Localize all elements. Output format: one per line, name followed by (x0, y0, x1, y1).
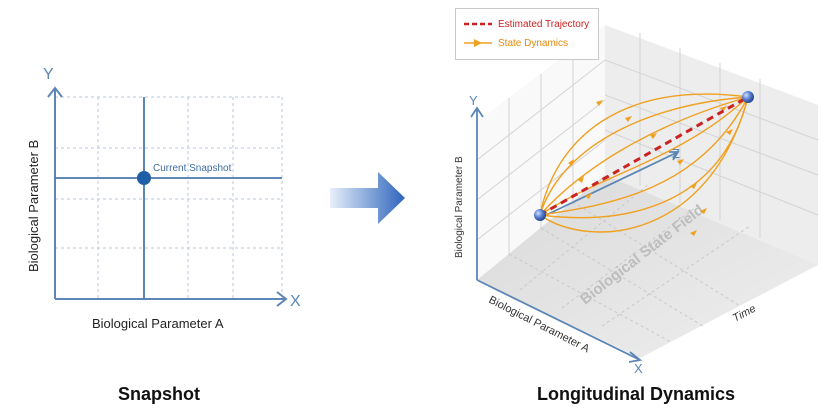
legend-item-estimated-trajectory: Estimated Trajectory (464, 17, 589, 31)
snapshot-axes (47, 86, 288, 307)
arrow-line-icon (464, 39, 492, 47)
dynamics-axes (470, 106, 680, 363)
state-field-floor (477, 175, 818, 358)
back-grid (476, 33, 819, 255)
snapshot-grid (55, 96, 283, 299)
current-snapshot-label: Current Snapshot (153, 163, 232, 174)
snapshot-axis-x-letter: X (290, 293, 301, 310)
legend-label: State Dynamics (498, 37, 569, 49)
dynamics-panel: Biological State Field (454, 25, 819, 376)
legend: Estimated Trajectory State Dynamics (455, 8, 599, 60)
estimated-trajectory-line (539, 95, 749, 217)
right-wall (605, 25, 818, 265)
legend-item-state-dynamics: State Dynamics (464, 36, 568, 50)
state-dynamics-arrowheads (568, 100, 733, 236)
dynamics-ylabel: Biological Parameter B (454, 156, 465, 258)
snapshot-crosshair (55, 97, 282, 299)
state-dynamics-curves (539, 93, 749, 233)
dashed-line-icon (464, 22, 492, 26)
dynamics-caption: Longitudinal Dynamics (537, 384, 736, 404)
end-state-point (742, 91, 754, 103)
current-snapshot-point (137, 171, 151, 185)
dynamics-axis-z-letter: Z (672, 146, 680, 161)
start-state-point (534, 209, 546, 221)
snapshot-ylabel: Biological Parameter B (26, 140, 41, 272)
floor-grid (508, 182, 751, 343)
snapshot-xlabel: Biological Parameter A (92, 316, 224, 331)
transition-arrow (330, 172, 405, 224)
dynamics-axis-x-letter: X (634, 361, 643, 376)
snapshot-caption: Snapshot (118, 384, 201, 404)
dynamics-axis-y-letter: Y (469, 93, 478, 108)
legend-label: Estimated Trajectory (498, 18, 590, 30)
snapshot-axis-y-letter: Y (43, 66, 54, 83)
snapshot-panel: Current Snapshot Y X Biological Paramete… (26, 66, 301, 331)
